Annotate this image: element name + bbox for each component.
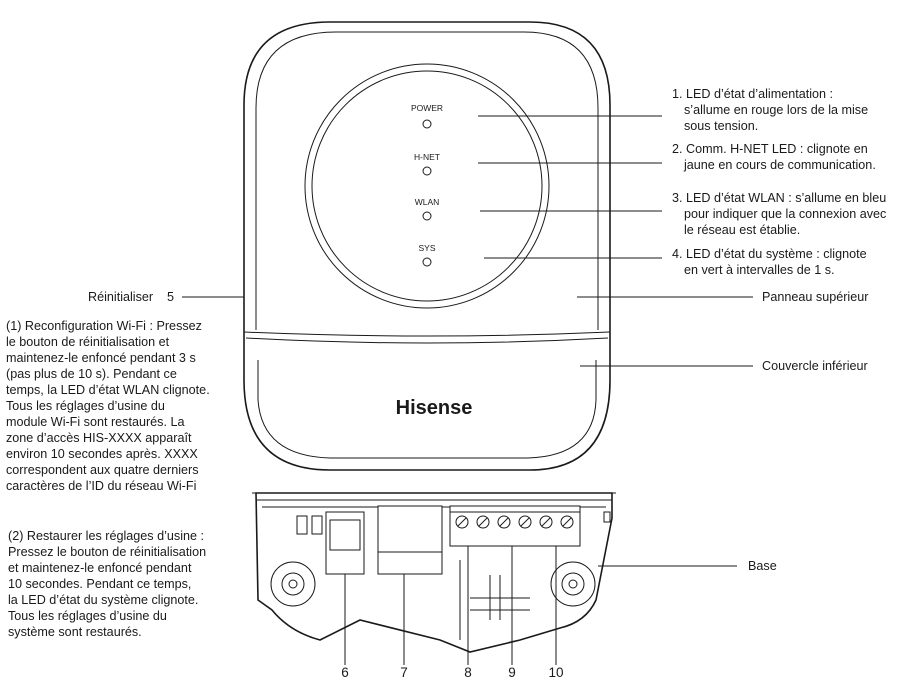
callout-top-panel: Panneau supérieur (762, 290, 868, 304)
note-line: système sont restaurés. (8, 625, 142, 639)
note-line: correspondent aux quatre derniers (6, 463, 199, 477)
led-label-hnet: H-NET (414, 152, 440, 162)
note-line: (2) Restaurer les réglages d’usine : (8, 529, 204, 543)
note-factory-reset: (2) Restaurer les réglages d’usine : Pre… (8, 529, 206, 639)
part-number-10: 10 (548, 665, 563, 679)
led-power-indicator (422, 119, 432, 129)
note-line: temps, la LED d’état WLAN clignote. (6, 383, 210, 397)
base-clip (603, 511, 611, 523)
cover-top-edge (245, 337, 609, 344)
note-line: environ 10 secondes après. XXXX (6, 447, 198, 461)
callout-wlan: 3. LED d’état WLAN : s’allume en bleu po… (672, 191, 886, 237)
callout-power-line-3: sous tension. (684, 119, 758, 133)
led-sys-indicator (422, 257, 432, 267)
device-base (252, 492, 616, 653)
note-line: la LED d’état du système clignote. (8, 593, 198, 607)
note-line: maintenez-le enfoncé pendant 3 s (6, 351, 196, 365)
terminal-screw-slot (478, 517, 488, 527)
terminal-screw-slot (457, 517, 467, 527)
note-line: module Wi-Fi sont restaurés. La (6, 415, 184, 429)
callout-hnet-line-1: 2. Comm. H-NET LED : clignote en (672, 142, 868, 156)
note-line: (1) Reconfiguration Wi-Fi : Pressez (6, 319, 202, 333)
callout-bottom-cover: Couvercle inférieur (762, 359, 868, 373)
led-label-power: POWER (411, 103, 443, 113)
callout-reset-number: 5 (167, 290, 174, 304)
led-wlan-indicator (422, 211, 432, 221)
callout-wlan-line-1: 3. LED d’état WLAN : s’allume en bleu (672, 191, 886, 205)
led-label-sys: SYS (418, 243, 435, 253)
terminal-screws (455, 515, 574, 529)
callout-reset: Réinitialiser (88, 290, 153, 304)
callout-wlan-line-3: le réseau est établie. (684, 223, 800, 237)
terminal-screw-slot (499, 517, 509, 527)
note-line: caractères de l’ID du réseau Wi-Fi (6, 479, 196, 493)
bottom-numbers: 6 7 8 9 10 (341, 665, 563, 679)
callout-base: Base (748, 559, 777, 573)
device-body: POWER H-NET WLAN SYS Hisense (243, 21, 611, 471)
panel-seam (243, 331, 611, 337)
note-wifi-reconfig: (1) Reconfiguration Wi-Fi : Pressez le b… (6, 319, 210, 493)
connector-6 (325, 511, 365, 575)
note-line: (pas plus de 10 s). Pendant ce (6, 367, 177, 381)
brand-logo: Hisense (396, 397, 473, 419)
right-screw-center (568, 579, 578, 589)
note-line: Tous les réglages d’usine du (8, 609, 167, 623)
callout-hnet: 2. Comm. H-NET LED : clignote en jaune e… (672, 142, 876, 172)
leader-lines (182, 115, 753, 665)
terminal-screw-slot (541, 517, 551, 527)
connector-6-inner (329, 519, 361, 551)
callout-wlan-line-2: pour indiquer que la connexion avec (684, 207, 886, 221)
callout-sys: 4. LED d’état du système : clignote en v… (672, 247, 867, 277)
note-line: zone d’accès HIS-XXXX apparaît (6, 431, 192, 445)
bevel-line-right (336, 31, 599, 330)
callout-power-line-2: s’allume en rouge lors de la mise (684, 103, 868, 117)
callout-sys-line-1: 4. LED d’état du système : clignote (672, 247, 867, 261)
led-hnet-indicator (422, 166, 432, 176)
callout-power-line-1: 1. LED d’état d’alimentation : (672, 87, 833, 101)
part-number-9: 9 (508, 665, 516, 679)
led-label-wlan: WLAN (415, 197, 440, 207)
callout-hnet-line-2: jaune en cours de communication. (683, 158, 876, 172)
left-screw-center (288, 579, 298, 589)
terminal-screw-slot (520, 517, 530, 527)
note-line: et maintenez-le enfoncé pendant (8, 561, 192, 575)
connector-7 (377, 505, 443, 575)
bevel-line-left (255, 31, 337, 330)
callout-power: 1. LED d’état d’alimentation : s’allume … (672, 87, 868, 133)
led-ring-inner (311, 70, 543, 302)
reset-switch-a (296, 515, 308, 535)
cover-inner-contour (257, 360, 597, 459)
note-line: le bouton de réinitialisation et (6, 335, 170, 349)
note-line: Pressez le bouton de réinitialisation (8, 545, 206, 559)
led-ring-outer (304, 63, 550, 309)
terminal-block (449, 505, 581, 547)
note-line: Tous les réglages d’usine du (6, 399, 165, 413)
callout-sys-line-2: en vert à intervalles de 1 s. (684, 263, 835, 277)
part-number-8: 8 (464, 665, 472, 679)
part-number-7: 7 (400, 665, 408, 679)
part-number-6: 6 (341, 665, 349, 679)
terminal-screw-slot (562, 517, 572, 527)
reset-switch-b (311, 515, 323, 535)
note-line: 10 secondes. Pendant ce temps, (8, 577, 191, 591)
